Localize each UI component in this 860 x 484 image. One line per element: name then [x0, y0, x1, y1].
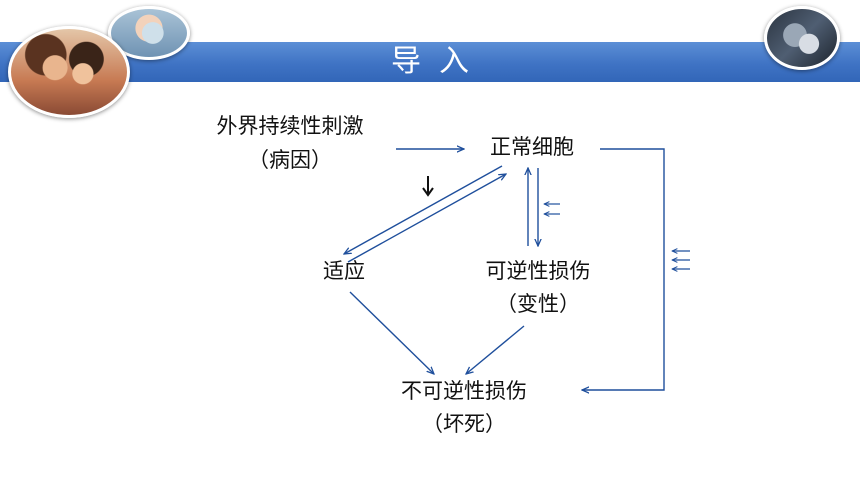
reversible-injury-label: 可逆性损伤	[485, 259, 591, 283]
arrow-adaptation-to-normal	[347, 174, 506, 263]
stimulus-label: 外界持续性刺激	[216, 114, 364, 138]
arrow-normal-to-irreversible	[582, 148, 665, 390]
stimulus-cause-label: （病因）	[248, 148, 332, 172]
arrow-normal-to-adaptation	[344, 165, 503, 254]
arrow-adaptation-to-irreversible	[349, 291, 434, 374]
hands-photo	[764, 6, 840, 70]
irreversible-necrosis-label: （坏死）	[422, 412, 506, 436]
normal-cell-label: 正常细胞	[490, 135, 574, 159]
slide-title: 导入	[391, 44, 487, 79]
arrow-reversible-to-irreversible	[466, 325, 525, 374]
adaptation-label: 适应	[323, 259, 365, 283]
reversible-degeneration-label: （变性）	[496, 292, 580, 316]
irreversible-injury-label: 不可逆性损伤	[401, 379, 527, 403]
doctor-photo	[108, 6, 190, 60]
children-photo	[8, 26, 130, 118]
